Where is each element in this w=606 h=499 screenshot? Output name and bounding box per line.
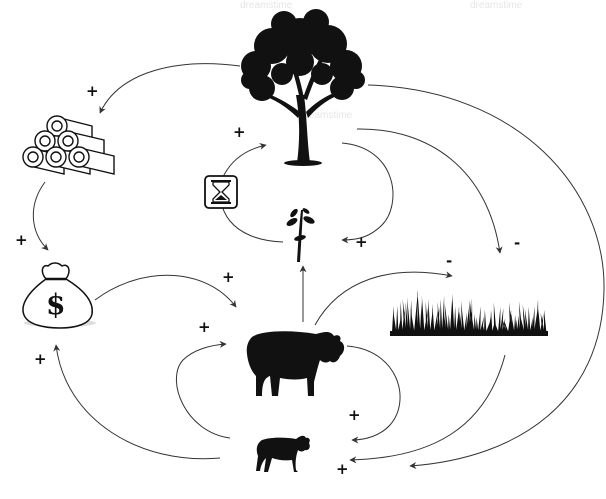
seedling-icon (286, 208, 315, 262)
edge-calf-to-cow (175, 340, 231, 439)
edge-grass-to-calf (349, 354, 506, 464)
grass-icon (390, 289, 548, 336)
watermark-text: dreamstime (300, 110, 353, 121)
calf-icon (256, 435, 310, 472)
edge-cow-to-calf (346, 345, 401, 444)
edge-cow-to-grass (314, 271, 453, 326)
sign-cow-to-grass: - (446, 252, 452, 270)
log-pile-icon (22, 115, 115, 175)
edge-tree-to-grass (356, 128, 503, 254)
money-bag-icon: $ (22, 262, 96, 329)
sign-tree-to-seedling: + (355, 233, 368, 251)
sign-logs-to-money: + (15, 231, 28, 249)
edge-logs-to-money (32, 181, 49, 251)
watermark-text: dreamstime (240, 0, 293, 11)
edges (32, 63, 605, 470)
hourglass-icon (204, 175, 238, 209)
sign-calf-to-money: + (34, 350, 47, 368)
tree-icon (241, 9, 365, 166)
sign-seedling-to-tree: + (233, 123, 246, 141)
sign-money-to-cow: + (222, 268, 235, 286)
cow-icon (246, 331, 345, 396)
edge-money-to-cow (94, 274, 237, 308)
sign-calf-to-cow: + (198, 318, 211, 336)
sign-grass-to-calf: + (336, 460, 349, 478)
watermark-text: dreamstime (470, 0, 523, 11)
svg-text:$: $ (46, 288, 65, 321)
sign-tree-to-logs: + (86, 82, 99, 100)
edge-tree-to-logs (99, 63, 241, 114)
signs: + + + + + + - - + + + (15, 82, 520, 478)
sign-tree-to-grass: - (514, 234, 520, 252)
edge-calf-to-money (53, 344, 221, 460)
edge-tree-to-seedling (341, 142, 394, 244)
edge-tree-to-calf (367, 84, 605, 470)
sign-cow-to-calf: + (348, 406, 361, 424)
